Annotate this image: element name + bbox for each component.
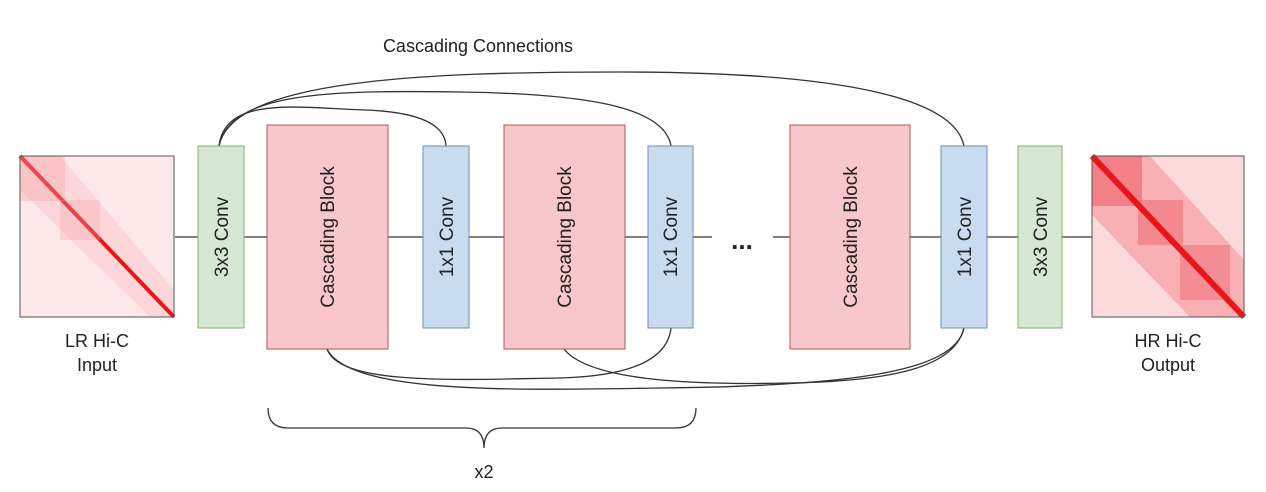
ellipsis: ... <box>731 225 753 255</box>
input-label-line2: Input <box>77 355 117 375</box>
conv1x1-3-label: 1x1 Conv <box>955 196 976 277</box>
conv1x1-block-2: 1x1 Conv <box>647 145 694 329</box>
diagram-title: Cascading Connections <box>383 36 573 56</box>
cascading-block-3-label: Cascading Block <box>841 166 862 308</box>
conv1x1-block-3: 1x1 Conv <box>940 145 988 329</box>
conv3x3-last-label: 3x3 Conv <box>1031 196 1052 277</box>
cascading-connections-bottom <box>326 327 965 390</box>
repeat-brace <box>267 407 697 449</box>
conv1x1-block-1: 1x1 Conv <box>422 145 470 329</box>
cascading-connections-top <box>218 71 965 147</box>
cascading-block-1-label: Cascading Block <box>318 166 339 308</box>
cascading-block-2-label: Cascading Block <box>555 166 576 308</box>
conv3x3-last-block: 3x3 Conv <box>1017 145 1063 329</box>
cascading-block-1: Cascading Block <box>266 124 389 350</box>
conv3x3-first-label: 3x3 Conv <box>212 196 233 277</box>
conv1x1-1-label: 1x1 Conv <box>437 196 458 277</box>
cascading-block-3: Cascading Block <box>789 124 911 350</box>
conv1x1-2-label: 1x1 Conv <box>661 196 682 277</box>
repeat-label: x2 <box>474 462 493 482</box>
output-label-line1: HR Hi-C <box>1135 331 1202 351</box>
output-label-line2: Output <box>1141 355 1195 375</box>
output-heatmap <box>1089 153 1247 320</box>
input-label-line1: LR Hi-C <box>65 331 129 351</box>
input-heatmap <box>18 154 176 319</box>
conv3x3-first-block: 3x3 Conv <box>197 145 245 329</box>
cascading-block-2: Cascading Block <box>503 124 626 350</box>
